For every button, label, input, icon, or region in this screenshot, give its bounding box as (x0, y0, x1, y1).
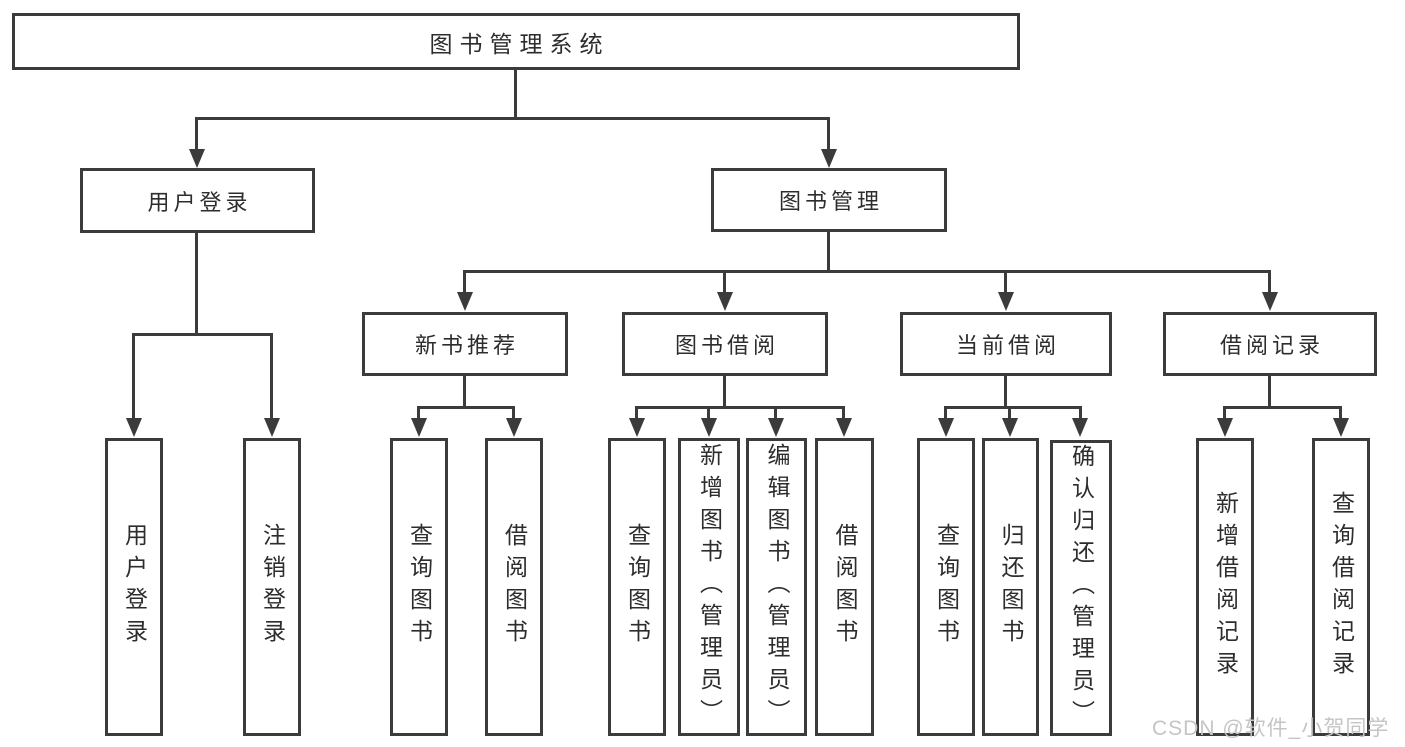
connector-line (514, 70, 517, 118)
connector-line (1008, 406, 1011, 421)
connector-line (1223, 406, 1342, 409)
arrowhead-down (506, 418, 522, 437)
connector-line (195, 117, 830, 120)
connector-line (270, 333, 273, 420)
arrowhead-down (457, 292, 473, 311)
connector-line (195, 117, 198, 151)
node-label: 查询图书 (624, 523, 651, 651)
connector-line (512, 406, 515, 421)
node-label: 借阅图书 (832, 523, 858, 651)
arrowhead-down (768, 418, 784, 437)
node-label: 图书管理 (778, 189, 883, 214)
connector-line (417, 406, 420, 421)
leaf-edit-book-admin: 编辑图书（管理员） (746, 438, 807, 736)
node-label: 确认归还（管理员） (1068, 444, 1095, 732)
arrowhead-down (1262, 292, 1278, 311)
connector-line (463, 375, 466, 408)
connector-line (827, 231, 830, 272)
arrowhead-down (998, 292, 1014, 311)
connector-line (723, 375, 726, 408)
arrowhead-down (411, 418, 427, 437)
connector-line (774, 406, 777, 421)
arrowhead-down (126, 418, 142, 437)
connector-line (944, 406, 1082, 409)
node-book-management: 图书管理 (711, 168, 947, 232)
node-label: 查询借阅记录 (1328, 491, 1355, 683)
leaf-add-book-admin: 新增图书（管理员） (678, 438, 740, 736)
leaf-query-books-current: 查询图书 (917, 438, 975, 736)
node-library-system: 图书管理系统 (12, 13, 1020, 70)
arrowhead-down (1217, 418, 1233, 437)
leaf-confirm-return-admin: 确认归还（管理员） (1050, 440, 1112, 736)
node-user-login: 用户登录 (80, 168, 315, 233)
arrowhead-down (1002, 418, 1018, 437)
connector-line (1268, 375, 1271, 408)
leaf-return-book: 归还图书 (982, 438, 1039, 736)
node-label: 借阅图书 (501, 523, 528, 651)
connector-line (827, 117, 830, 151)
node-label: 借阅记录 (1219, 333, 1324, 358)
leaf-logout: 注销登录 (243, 438, 301, 736)
leaf-query-borrow-record: 查询借阅记录 (1312, 438, 1370, 736)
connector-line (1223, 406, 1226, 421)
connector-line (1268, 270, 1271, 295)
connector-line (842, 406, 845, 421)
leaf-borrow-books: 借阅图书 (815, 438, 874, 736)
node-label: 新增图书（管理员） (696, 443, 723, 731)
node-label: 新书推荐 (414, 333, 519, 358)
node-label: 用户登录 (121, 523, 148, 651)
node-label: 图书借阅 (674, 333, 779, 358)
node-label: 编辑图书（管理员） (764, 443, 790, 731)
connector-line (132, 333, 273, 336)
connector-line (417, 406, 515, 409)
arrowhead-down (189, 149, 205, 168)
connector-line (635, 406, 845, 409)
node-label: 当前借阅 (955, 333, 1060, 358)
leaf-add-borrow-record: 新增借阅记录 (1196, 438, 1254, 736)
node-label: 注销登录 (259, 523, 286, 651)
node-label: 查询图书 (933, 523, 960, 651)
connector-line (1079, 406, 1082, 421)
node-borrow-records: 借阅记录 (1163, 312, 1377, 376)
watermark: CSDN @软件_小贺同学 (1152, 717, 1390, 740)
arrowhead-down (1333, 418, 1349, 437)
connector-line (723, 270, 726, 295)
leaf-query-books-borrow: 查询图书 (608, 438, 666, 736)
node-label: 归还图书 (998, 523, 1024, 651)
connector-line (463, 270, 1271, 273)
node-label: 查询图书 (406, 523, 433, 651)
leaf-user-login: 用户登录 (105, 438, 163, 736)
arrowhead-down (836, 418, 852, 437)
connector-line (195, 232, 198, 335)
connector-line (707, 406, 710, 421)
arrowhead-down (938, 418, 954, 437)
node-label: 新增借阅记录 (1212, 491, 1239, 683)
connector-line (1339, 406, 1342, 421)
connector-line (635, 406, 638, 421)
leaf-query-books-recommend: 查询图书 (390, 438, 448, 736)
arrowhead-down (701, 418, 717, 437)
arrowhead-down (717, 292, 733, 311)
connector-line (132, 333, 135, 420)
connector-line (1004, 375, 1007, 408)
arrowhead-down (629, 418, 645, 437)
arrowhead-down (1072, 418, 1088, 437)
node-label: 用户登录 (147, 189, 252, 215)
node-label: 图书管理系统 (429, 30, 610, 57)
arrowhead-down (821, 149, 837, 168)
leaf-borrow-books-recommend: 借阅图书 (485, 438, 543, 736)
connector-line (463, 270, 466, 295)
node-new-book-recommend: 新书推荐 (362, 312, 568, 376)
connector-line (1004, 270, 1007, 295)
node-book-borrow: 图书借阅 (622, 312, 828, 376)
arrowhead-down (264, 418, 280, 437)
connector-line (944, 406, 947, 421)
node-current-borrow: 当前借阅 (900, 312, 1112, 376)
